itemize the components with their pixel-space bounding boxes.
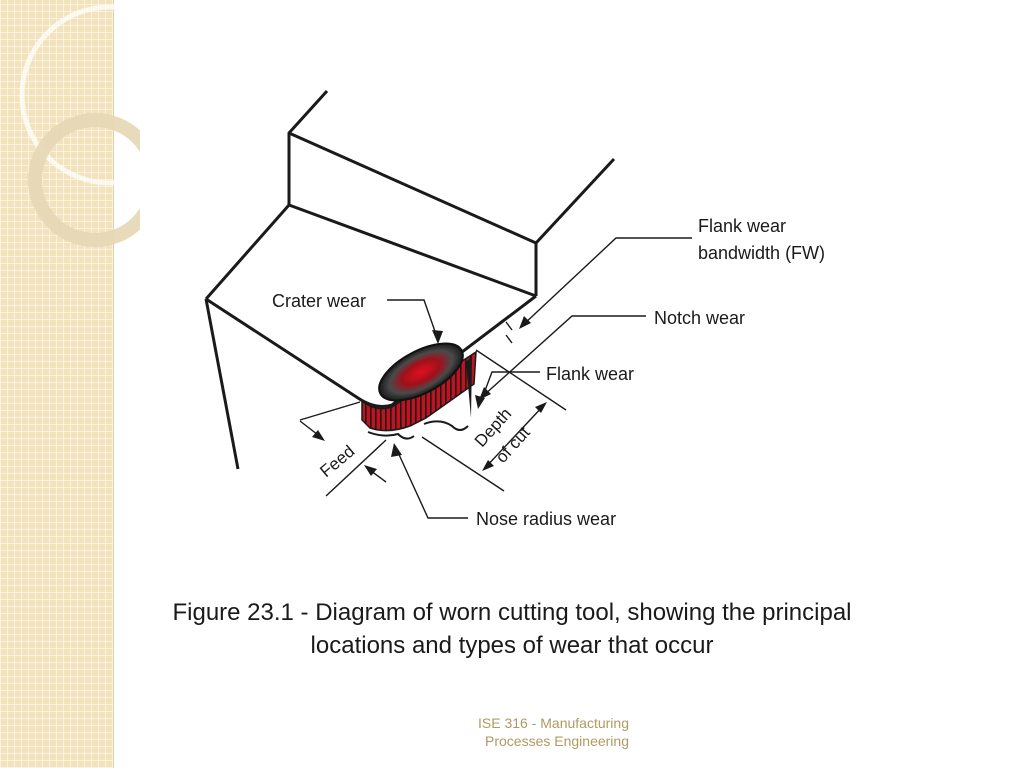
depth-of-cut-arrowhead-top <box>535 402 547 413</box>
tool-shank-right-edge <box>534 157 616 245</box>
depth-of-cut-arrowhead-bottom <box>482 460 494 471</box>
tool-side-flank-edge <box>204 298 240 470</box>
tool-body <box>204 89 616 470</box>
feed-extension-bottom <box>325 439 387 497</box>
decorative-rings <box>19 4 140 247</box>
flank-wear-bandwidth-label-line1: Flank wear <box>698 216 786 236</box>
figure-caption-line1: Figure 23.1 - Diagram of worn cutting to… <box>172 599 852 626</box>
figure-caption: Figure 23.1 - Diagram of worn cutting to… <box>100 596 924 662</box>
notch-wear-leader <box>482 315 646 397</box>
crater-wear-label: Crater wear <box>272 291 366 311</box>
tool-shank-top-edge <box>288 131 537 245</box>
feed-arrowhead-upper <box>312 430 325 441</box>
feed-arrowhead-lower <box>364 465 377 476</box>
flank-wear-leader <box>479 371 540 405</box>
flank-wear-label: Flank wear <box>546 364 634 384</box>
notch-wear-spike <box>466 356 472 418</box>
nose-radius-wear-label: Nose radius wear <box>476 509 616 529</box>
nose-radius-wear-arrowhead <box>391 443 402 457</box>
feed-bracket <box>367 431 415 440</box>
decorative-ring-large <box>19 4 140 186</box>
depth-of-cut-extension-bottom <box>421 436 505 492</box>
depth-of-cut-bracket <box>423 420 469 431</box>
feed-extension-top <box>299 401 361 421</box>
flank-wear-bandwidth-label-line2: bandwidth (FW) <box>698 243 825 263</box>
flank-wear-bandwidth-leader <box>522 237 692 326</box>
slide-footer-line1: ISE 316 - Manufacturing <box>478 715 629 731</box>
depth-of-cut-dimension-line <box>483 403 546 470</box>
leader-lines <box>299 237 692 519</box>
decorative-ring-small <box>28 113 140 247</box>
nose-radius-wear-leader <box>395 447 468 519</box>
slide-footer-line2: Processes Engineering <box>485 733 629 749</box>
depth-of-cut-extension-top <box>475 349 567 411</box>
flank-wear-arrowhead <box>475 395 485 409</box>
tool-rake-back-edge <box>204 204 291 300</box>
crater-wear-arrowhead <box>432 330 443 344</box>
crater-wear-region <box>378 342 464 402</box>
fw-dimension-tick-a <box>505 321 513 331</box>
notch-wear-label: Notch wear <box>654 308 745 328</box>
slide-footer: ISE 316 - Manufacturing Processes Engine… <box>420 714 629 750</box>
tool-cutting-edge <box>205 294 537 408</box>
figure-caption-line2: locations and types of wear that occur <box>310 632 714 659</box>
flank-wear-bandwidth-arrowhead <box>519 316 531 329</box>
fw-dimension-tick-b <box>505 334 513 344</box>
crater-wear-leader <box>387 299 439 341</box>
tool-rake-right-edge <box>288 203 537 298</box>
feed-label: Feed <box>316 442 358 481</box>
